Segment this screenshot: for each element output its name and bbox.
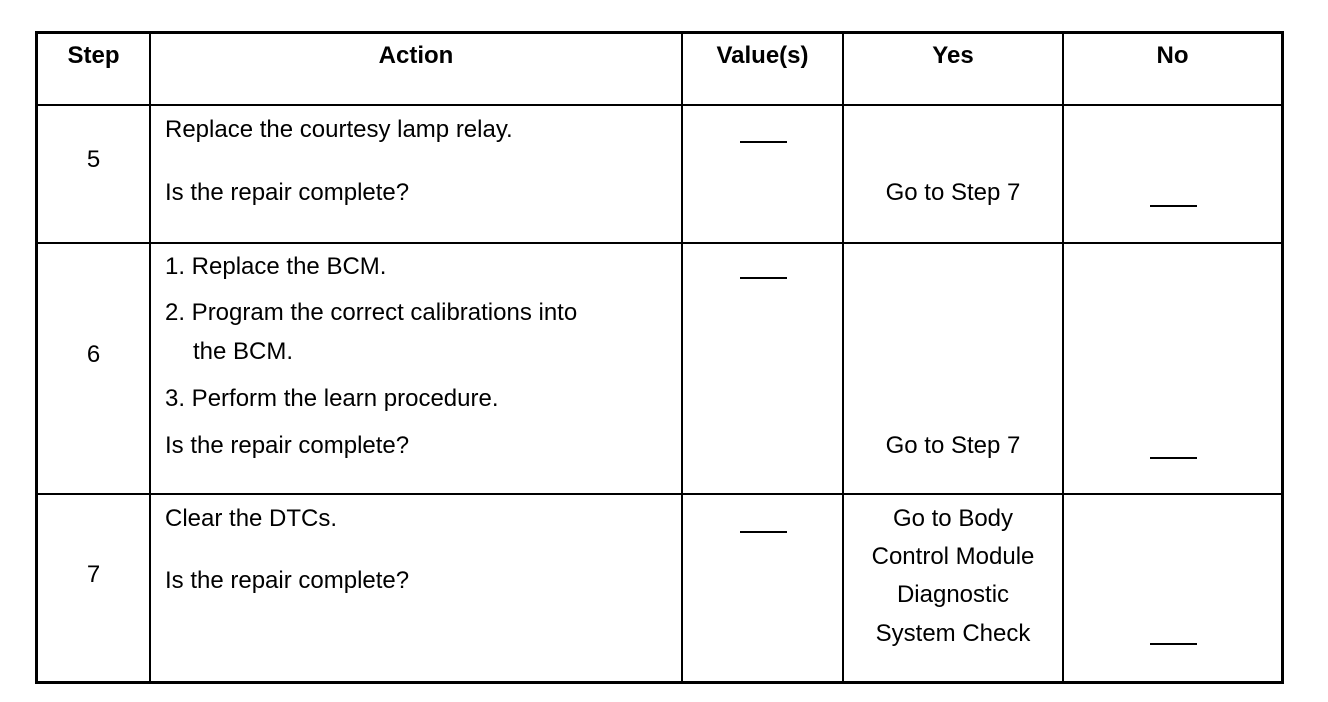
step-number: 7: [86, 561, 101, 588]
no-empty-dash: [1150, 643, 1197, 645]
diagnostic-table: Step Action Value(s) Yes No 5 Replace th…: [35, 31, 1284, 684]
row-divider-6-7: [38, 493, 1281, 495]
action-line: 1. Replace the BCM.: [165, 253, 387, 280]
column-divider-step-action: [149, 34, 151, 681]
column-divider-values-yes: [842, 34, 844, 681]
yes-result: Go to Step 7: [885, 179, 1021, 206]
value-empty-dash: [740, 531, 787, 533]
header-values: Value(s): [716, 42, 809, 69]
header-row-divider: [38, 104, 1281, 106]
value-empty-dash: [740, 141, 787, 143]
value-empty-dash: [740, 277, 787, 279]
action-line: Is the repair complete?: [165, 432, 410, 459]
column-divider-action-values: [681, 34, 683, 681]
action-line: 2. Program the correct calibrations into: [165, 299, 578, 326]
header-yes: Yes: [932, 42, 974, 69]
action-line: Replace the courtesy lamp relay.: [165, 116, 513, 143]
yes-result: Go to Step 7: [885, 432, 1021, 459]
action-line: 3. Perform the learn procedure.: [165, 385, 499, 412]
yes-result-line: Control Module: [871, 543, 1035, 570]
row-divider-5-6: [38, 242, 1281, 244]
header-action: Action: [378, 42, 454, 69]
yes-result-line: Go to Body: [892, 505, 1014, 532]
column-divider-yes-no: [1062, 34, 1064, 681]
step-number: 5: [86, 146, 101, 173]
no-empty-dash: [1150, 205, 1197, 207]
yes-result-line: Diagnostic: [896, 581, 1010, 608]
header-step: Step: [67, 42, 120, 69]
action-line: Is the repair complete?: [165, 179, 410, 206]
action-line: the BCM.: [193, 338, 294, 365]
yes-result-line: System Check: [875, 620, 1031, 647]
no-empty-dash: [1150, 457, 1197, 459]
action-line: Clear the DTCs.: [165, 505, 338, 532]
header-no: No: [1156, 42, 1189, 69]
step-number: 6: [86, 341, 101, 368]
action-line: Is the repair complete?: [165, 567, 410, 594]
